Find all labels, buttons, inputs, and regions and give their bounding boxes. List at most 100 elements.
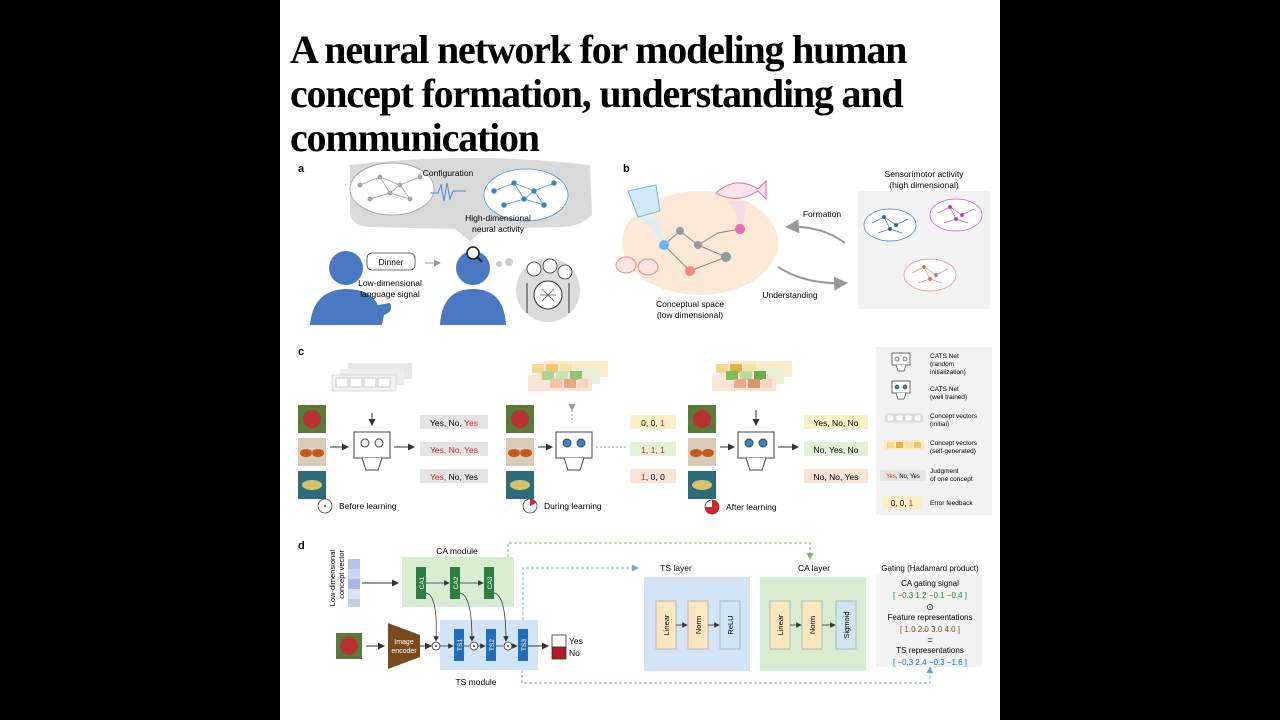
hadamard-node-3 — [503, 641, 513, 651]
judgment-before-3: Yes, No, Yes — [430, 472, 478, 482]
clock-during-icon — [522, 498, 538, 514]
low-dim-label-2: language signal — [360, 289, 420, 299]
text-segment: , 0, 0 — [646, 472, 665, 482]
stage-before: Yes, No, Yes Yes, No, Yes Yes, No, Yes B… — [298, 363, 488, 514]
text-segment: Yes — [464, 418, 478, 428]
brain-gray-icon — [349, 162, 435, 216]
photo-apple-2-icon — [506, 405, 534, 433]
concept-graph — [659, 224, 745, 276]
legend-random-1: CATS Net — [930, 353, 959, 360]
ca-unit-2-label: CA2 — [453, 576, 460, 589]
gating-title: Gating (Hadamard product) — [881, 564, 979, 573]
legend-judgment-sample: Yes, No, Yes — [886, 474, 920, 480]
input-apple-photo-icon — [336, 633, 362, 659]
glasses-icon — [615, 256, 659, 276]
text-segment: 1, — [641, 445, 650, 455]
feedback-during-3: 1, 0, 0 — [641, 472, 665, 482]
text-segment: No, — [449, 418, 464, 428]
text-segment: 1, — [651, 445, 660, 455]
stage-after: Yes, No, No No, Yes, No No, No, Yes Afte… — [688, 361, 868, 515]
dinner-word: Dinner — [378, 257, 403, 267]
dinner-bubble — [366, 252, 416, 271]
judgment-before-1: Yes, No, Yes — [430, 418, 478, 428]
clock-after-icon — [704, 499, 720, 515]
stage-before-label: Before learning — [339, 501, 397, 511]
photo-sunglasses-3-icon — [688, 438, 716, 466]
hadamard-symbol: ⊙ — [926, 602, 934, 612]
conceptual-space-label-1: Conceptual space — [656, 299, 724, 309]
ca-unit-2 — [450, 567, 460, 599]
panel-d-letter: d — [298, 540, 305, 552]
concept-vectors-initial — [331, 363, 412, 392]
high-dim-label-1: High-dimensional — [465, 213, 531, 223]
ts-values: [ −0.3 2.4 −0.3 −1.6 ] — [893, 658, 967, 667]
judgment-after-1: Yes, No, No — [813, 418, 858, 428]
feedback-during-3-box — [630, 469, 676, 483]
text-segment: Yes, — [430, 472, 449, 482]
ca-unit-1-label: CA1 — [419, 576, 426, 589]
ca-norm-label: Norm — [808, 616, 817, 634]
text-segment: , No, Yes — [896, 474, 920, 480]
judgment-after-3-box — [804, 469, 868, 483]
understanding-label: Understanding — [762, 290, 818, 300]
figure: a Configuration High-dimensional neural … — [298, 158, 992, 687]
ts-module-label: TS module — [455, 677, 496, 687]
photo-fish-3-icon — [688, 471, 716, 499]
ts-unit-1 — [454, 629, 464, 661]
text-segment: 0, — [641, 418, 650, 428]
ts-representations-label: TS representations — [896, 646, 964, 655]
ts-layer-label: TS layer — [660, 563, 692, 573]
ts-unit-2-label: TS2 — [489, 639, 496, 651]
image-encoder-label-1: Image — [394, 639, 414, 646]
legend-random-2: (random — [930, 361, 954, 368]
concept-vector-bar — [348, 559, 360, 607]
legend-judgment-2: of one concept — [930, 476, 973, 483]
judgment-after-2: No, Yes, No — [814, 445, 859, 455]
ca-sigmoid-label: Sigmoid — [842, 611, 851, 638]
ca-unit-1 — [416, 567, 426, 599]
text-segment: 1 — [660, 418, 665, 428]
configuration-label: Configuration — [423, 168, 474, 178]
panel-b-letter: b — [623, 163, 630, 175]
ts-unit-1-label: TS1 — [457, 639, 464, 651]
concept-vectors-during — [528, 361, 608, 391]
gating-box — [876, 575, 982, 667]
gating-panel: Gating (Hadamard product) CA gating sign… — [876, 564, 982, 667]
ts-norm-label: Norm — [694, 616, 703, 634]
sensorimotor-label-1: Sensorimotor activity — [885, 169, 965, 179]
feedback-during-2: 1, 1, 1 — [641, 445, 665, 455]
low-dim-label-1: Low-dimensional — [358, 278, 422, 288]
ca-gating-signal-label: CA gating signal — [901, 579, 959, 588]
text-segment: 1 — [641, 472, 646, 482]
ts-unit-3 — [518, 629, 528, 661]
judgment-after-3: No, No, Yes — [814, 472, 859, 482]
text-segment: Yes — [886, 474, 896, 480]
judgment-before-2: Yes, No, Yes — [430, 445, 478, 455]
ca-unit-3-label: CA3 — [487, 576, 494, 589]
high-dim-label-2: neural activity — [472, 224, 525, 234]
cup-icon — [627, 184, 665, 245]
legend-feedback-box — [882, 496, 922, 509]
legend-cats-trained-icon — [891, 380, 911, 400]
signal-wave-icon — [430, 182, 466, 202]
panel-c-letter: c — [298, 346, 304, 358]
feedback-during-1: 0, 0, 1 — [641, 418, 665, 428]
legend-random-3: initialization) — [930, 369, 966, 376]
concept-vectors-after — [712, 361, 792, 391]
person-listener-icon — [440, 251, 506, 325]
text-segment: 0, — [651, 418, 660, 428]
output-yes-cell — [551, 634, 567, 648]
paper-title: A neural network for modeling human conc… — [290, 27, 907, 160]
paper-page: A neural network for modeling human conc… — [280, 0, 1000, 720]
ca-sigmoid-block — [835, 600, 857, 650]
clock-before-icon — [317, 498, 333, 514]
cats-net-random-icon — [353, 431, 391, 471]
ca-layer-label: CA layer — [798, 563, 830, 573]
ts-linear-label: Linear — [662, 614, 671, 635]
legend-judgment-1: Judgment — [930, 468, 959, 475]
photo-sunglasses-icon — [298, 438, 326, 466]
panel-c-legend: CATS Net (random initialization) CATS Ne… — [876, 347, 992, 515]
feature-values: [ 1.0 2.0 3.0 4.0 ] — [900, 625, 960, 634]
fish-icon — [715, 179, 767, 229]
text-segment: Yes — [464, 472, 478, 482]
